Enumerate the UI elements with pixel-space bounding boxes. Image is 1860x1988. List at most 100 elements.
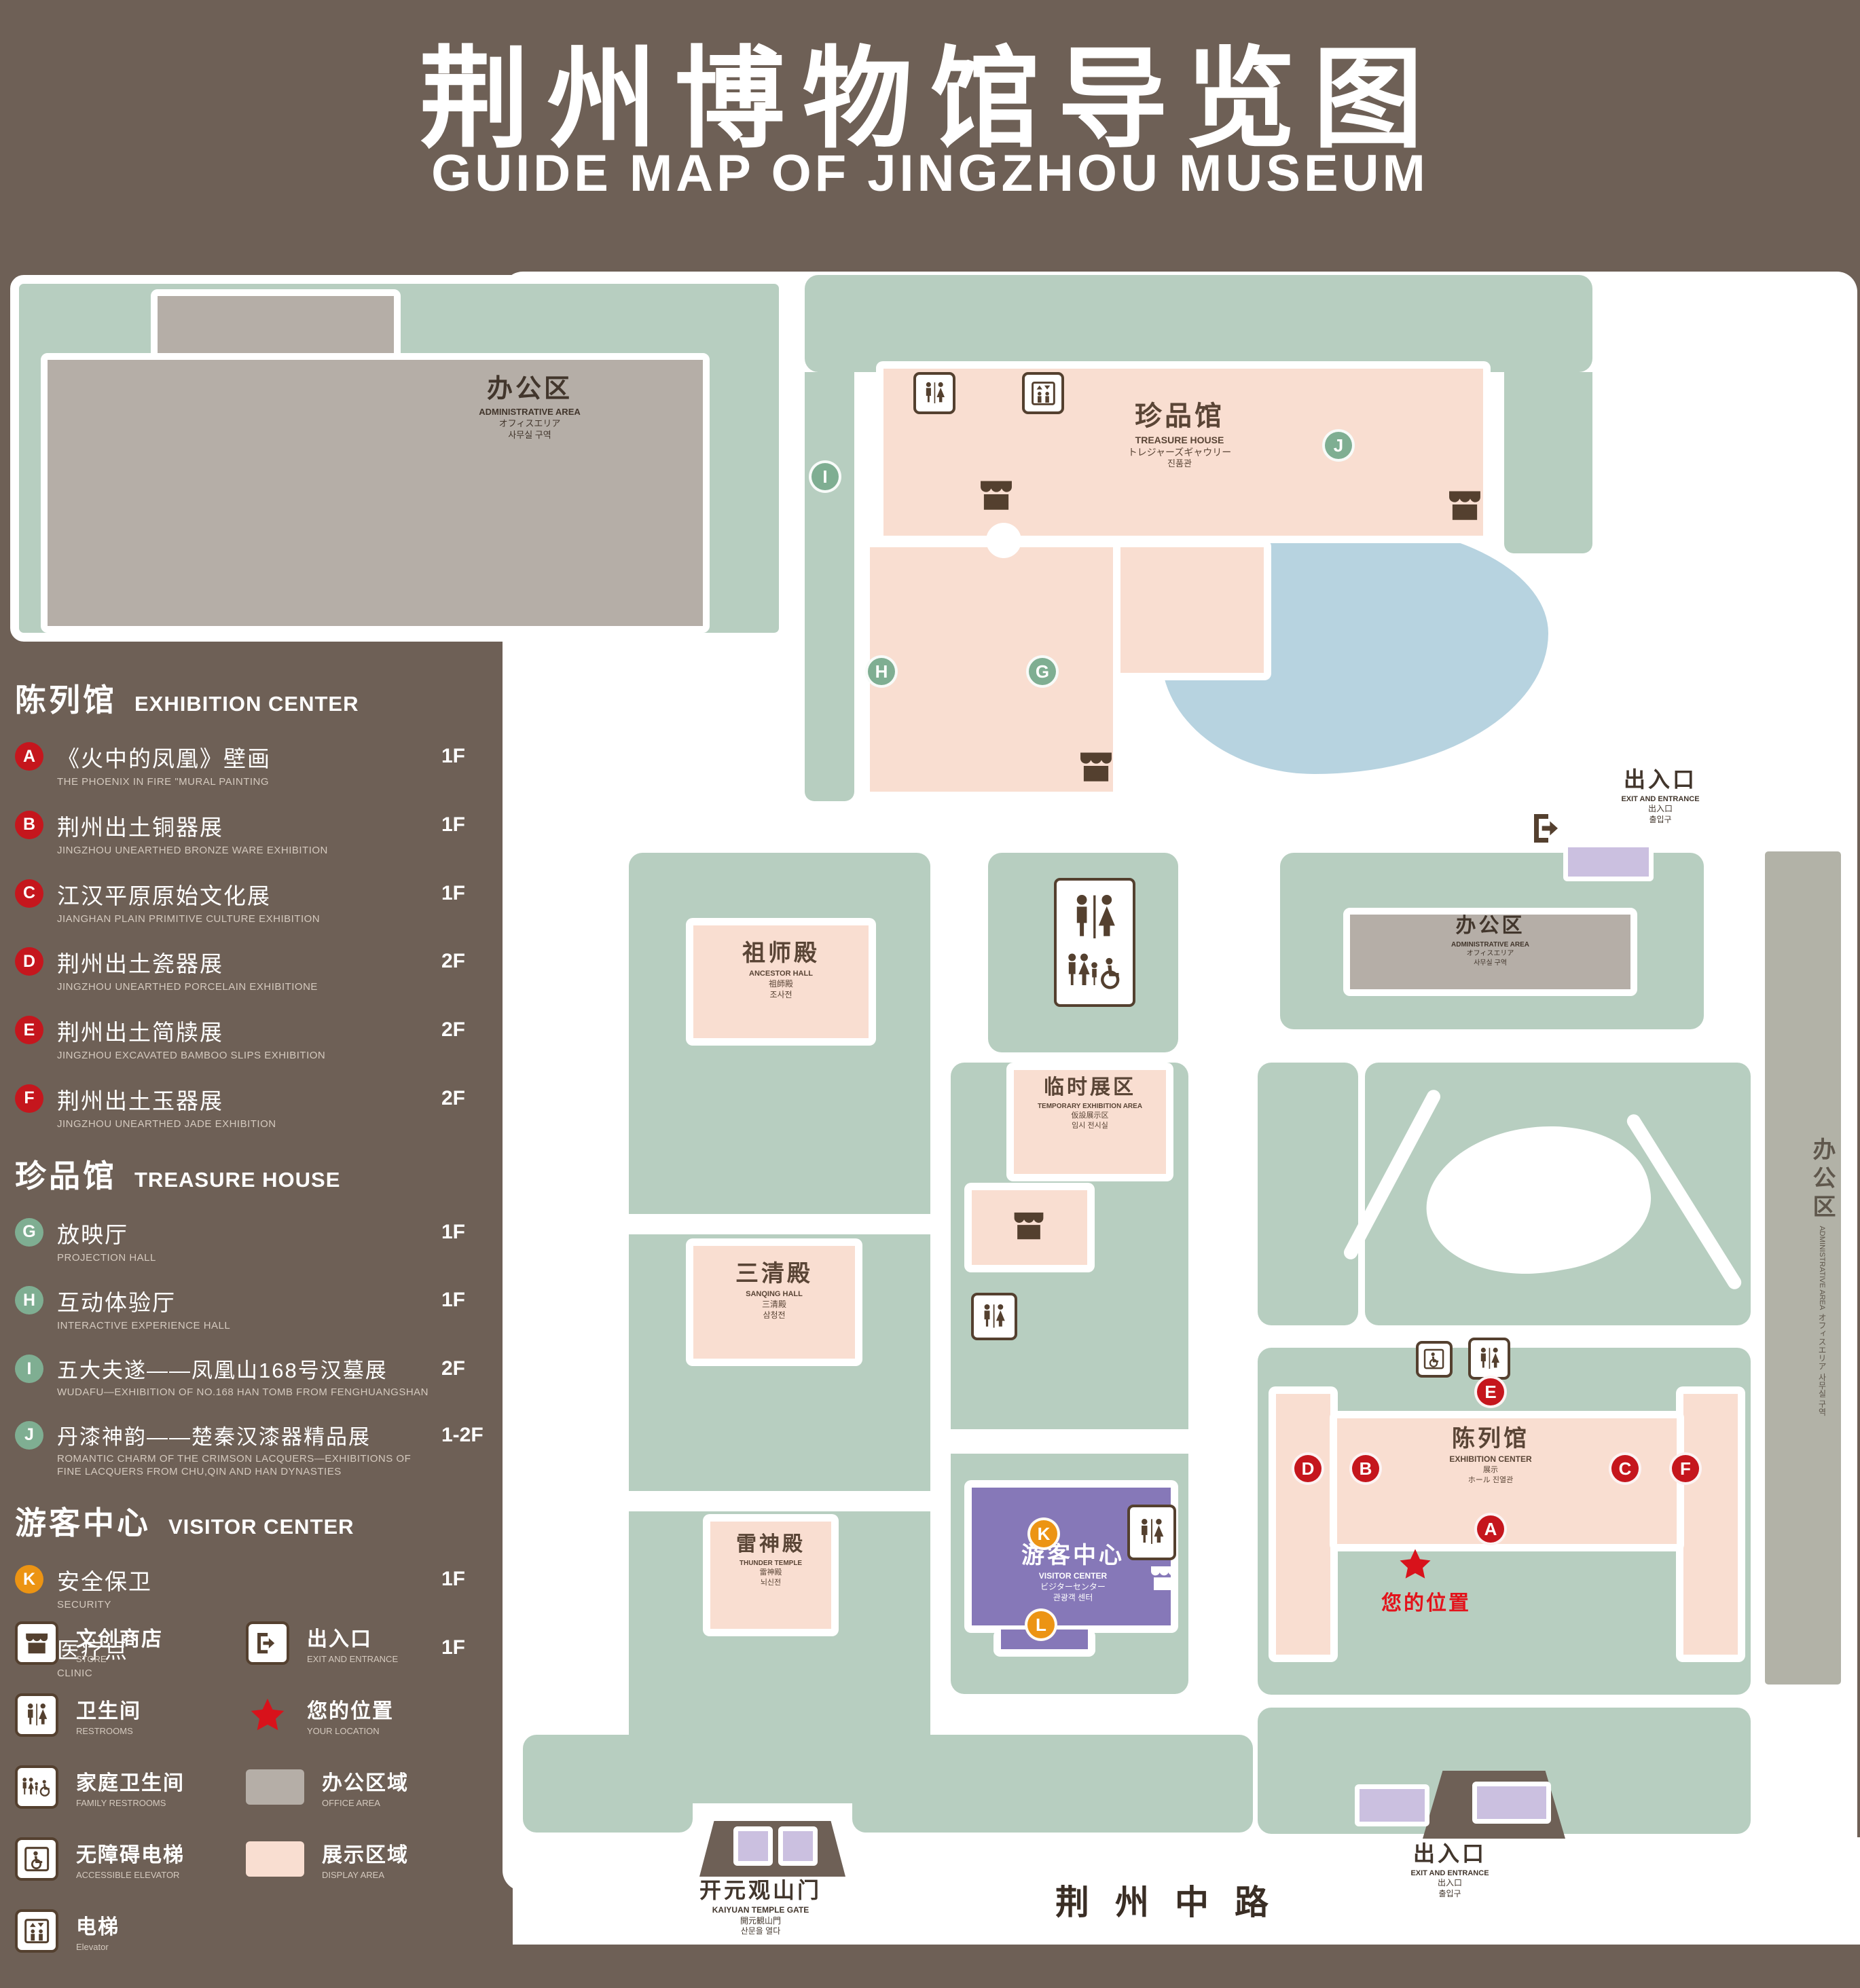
item-floor: 1F: [441, 1636, 466, 1659]
map-marker-i: I: [809, 460, 841, 493]
path-cut: [951, 1429, 1188, 1454]
item-title: 医疗点: [57, 1638, 128, 1663]
icon-label-cn: 出入口: [307, 1628, 372, 1651]
thunder-temple-label: 雷神殿 THUNDER TEMPLE 雷神殿 뇌신전: [736, 1533, 805, 1587]
item-subtitle: THE PHOENIX IN FIRE "MURAL PAINTING: [57, 776, 270, 788]
map-marker-c: C: [1609, 1452, 1641, 1485]
marker-g: G: [15, 1217, 43, 1247]
item-title: 荆州出土简牍展: [57, 1020, 223, 1045]
treasure-house-notch: [986, 523, 1021, 558]
icon-label-en: OFFICE AREA: [322, 1798, 380, 1808]
legend-item-c: C 江汉平原原始文化展 JIANGHAN PLAIN PRIMITIVE CUL…: [15, 878, 504, 926]
icon-label-en: ACCESSIBLE ELEVATOR: [76, 1870, 180, 1880]
restroom-icon: [15, 1693, 58, 1737]
your-location-label: 您的位置: [1381, 1592, 1471, 1615]
section-title-cn: 陈列馆: [15, 682, 117, 718]
restroom-icon: [913, 372, 955, 414]
restroom-icon: [1064, 891, 1125, 945]
lawn-garden-west: [1258, 1063, 1358, 1325]
legend-row-your-location: 您的位置 YOUR LOCATION: [246, 1693, 504, 1737]
item-subtitle: CLINIC: [57, 1668, 93, 1679]
exhibition-wing-west: [1269, 1386, 1338, 1662]
gate-building: [778, 1826, 818, 1866]
legend-row-family-restroom: 家庭卫生间 FAMILY RESTROOMS: [15, 1765, 219, 1809]
map-marker-h: H: [865, 655, 898, 688]
map-marker-g: G: [1026, 655, 1059, 688]
item-subtitle: WUDAFU—EXHIBITION OF NO.168 HAN TOMB FRO…: [57, 1386, 428, 1398]
south-exit-label: 出入口 EXIT AND ENTRANCE 出入口 출입구: [1410, 1841, 1489, 1899]
icon-label-en: DISPLAY AREA: [322, 1870, 385, 1880]
item-floor: 2F: [441, 950, 466, 973]
legend-row-exit: 出入口 EXIT AND ENTRANCE: [246, 1621, 504, 1665]
item-title: 五大夫遂——凤凰山168号汉墓展: [57, 1359, 388, 1382]
lawn-treasure-top: [805, 275, 1592, 372]
ancestor-hall-building: [686, 918, 876, 1046]
item-floor: 1-2F: [441, 1423, 484, 1446]
ancestor-hall-label: 祖师殿 ANCESTOR HALL 祖師殿 조사전: [742, 940, 820, 999]
icon-label-cn: 办公区域: [322, 1772, 409, 1794]
marker-i: I: [15, 1355, 43, 1383]
south-entrance-building: [1355, 1784, 1429, 1826]
map-marker-e: E: [1474, 1376, 1507, 1408]
icon-label-en: RESTROOMS: [76, 1726, 133, 1736]
east-exit-label: 出入口 EXIT AND ENTRANCE 出入口 출입구: [1621, 767, 1700, 825]
marker-h: H: [15, 1286, 43, 1315]
restroom-icon: [1468, 1338, 1510, 1380]
item-title: 互动体验厅: [57, 1290, 176, 1316]
marker-j: J: [15, 1420, 43, 1450]
admin-strip-label: 办公区 ADMINISTRATIVE AREA オフィスエリア 사무실 구역: [1809, 1137, 1835, 1416]
section-title-en: VISITOR CENTER: [168, 1515, 354, 1539]
icon-label-cn: 电梯: [76, 1916, 120, 1938]
lawn-south-a: [523, 1735, 693, 1833]
legend-row-store: 文创商店 STORE: [15, 1621, 219, 1665]
item-floor: 2F: [441, 1357, 466, 1380]
item-title: 荆州出土瓷器展: [57, 951, 223, 977]
item-subtitle: SECURITY: [57, 1599, 111, 1611]
item-floor: 1F: [441, 745, 466, 767]
legend-item-i: I 五大夫遂——凤凰山168号汉墓展 WUDAFU—EXHIBITION OF …: [15, 1353, 504, 1399]
gate-building: [733, 1826, 773, 1866]
legend-icon-grid: 文创商店 STORE 卫生间 RESTROOMS 家庭卫生间 FAMILY RE…: [15, 1621, 504, 1953]
icon-label-cn: 您的位置: [307, 1700, 394, 1723]
marker-c: C: [15, 879, 43, 908]
elevator-icon: [1022, 372, 1064, 414]
store-icon: [15, 1621, 58, 1665]
map-marker-d: D: [1292, 1452, 1324, 1485]
section-title-cn: 珍品馆: [15, 1158, 117, 1194]
family-restroom-icon: [15, 1765, 58, 1809]
item-floor: 1F: [441, 1220, 466, 1243]
legend-row-display-area: 展示区域 DISPLAY AREA: [246, 1837, 504, 1881]
elevator-icon: [15, 1909, 58, 1953]
east-entrance-building: [1563, 843, 1654, 881]
map-marker-a: A: [1474, 1513, 1507, 1545]
item-floor: 2F: [441, 1018, 466, 1041]
restroom-icon: [1127, 1505, 1176, 1560]
marker-f: F: [15, 1084, 43, 1113]
exit-icon: [1529, 809, 1567, 847]
exhibition-center-label: 陈列馆 EXHIBITION CENTER 展示 ホール 진열관: [1449, 1426, 1532, 1484]
treasure-house-building: [876, 361, 1491, 543]
legend-item-b: B 荆州出土铜器展 JINGZHOU UNEARTHED BRONZE WARE…: [15, 809, 504, 858]
map-marker-b: B: [1349, 1452, 1382, 1485]
item-title: 荆州出土玉器展: [57, 1088, 223, 1113]
exit-icon: [246, 1621, 289, 1665]
map-marker-l: L: [1025, 1608, 1057, 1641]
item-title: 江汉平原原始文化展: [57, 883, 271, 908]
map-marker-f: F: [1669, 1452, 1702, 1485]
legend-section-visitor-center: 游客中心 VISITOR CENTER: [15, 1498, 504, 1543]
legend-row-accessible-elevator: 无障碍电梯 ACCESSIBLE ELEVATOR: [15, 1837, 219, 1881]
visitor-center-building: [964, 1480, 1178, 1633]
accessible-elevator-icon: [15, 1837, 58, 1881]
item-floor: 1F: [441, 1568, 466, 1591]
item-title: 荆州出土铜器展: [57, 814, 223, 840]
item-floor: 2F: [441, 1086, 466, 1109]
section-title-en: EXHIBITION CENTER: [134, 692, 359, 716]
visitor-center-label: 游客中心 VISITOR CENTER ビジターセンター 관광객 센터: [1021, 1543, 1125, 1602]
office-area-swatch: [246, 1769, 304, 1805]
admin-building-northwest-main: [41, 353, 710, 633]
store-icon: [1445, 485, 1484, 525]
sanqing-hall-label: 三清殿 SANQING HALL 三清殿 삼청전: [735, 1261, 813, 1320]
restroom-building: [1054, 878, 1135, 1007]
store-icon: [1076, 747, 1116, 786]
item-floor: 1F: [441, 813, 466, 836]
